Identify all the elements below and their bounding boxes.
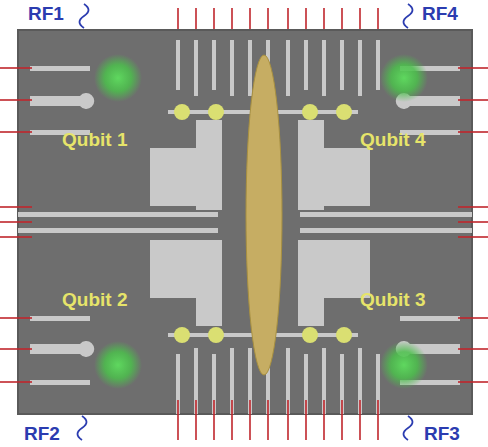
rf-port-label: RF2 xyxy=(24,424,60,443)
qubit-label: Qubit 1 xyxy=(62,130,127,149)
qubit-label: Qubit 4 xyxy=(360,130,425,149)
qubit-label: Qubit 2 xyxy=(62,290,127,309)
rf-port-label: RF1 xyxy=(28,4,64,23)
rf-port-label: RF3 xyxy=(424,424,460,443)
rf-port-label: RF4 xyxy=(422,4,458,23)
qubit-label: Qubit 3 xyxy=(360,290,425,309)
